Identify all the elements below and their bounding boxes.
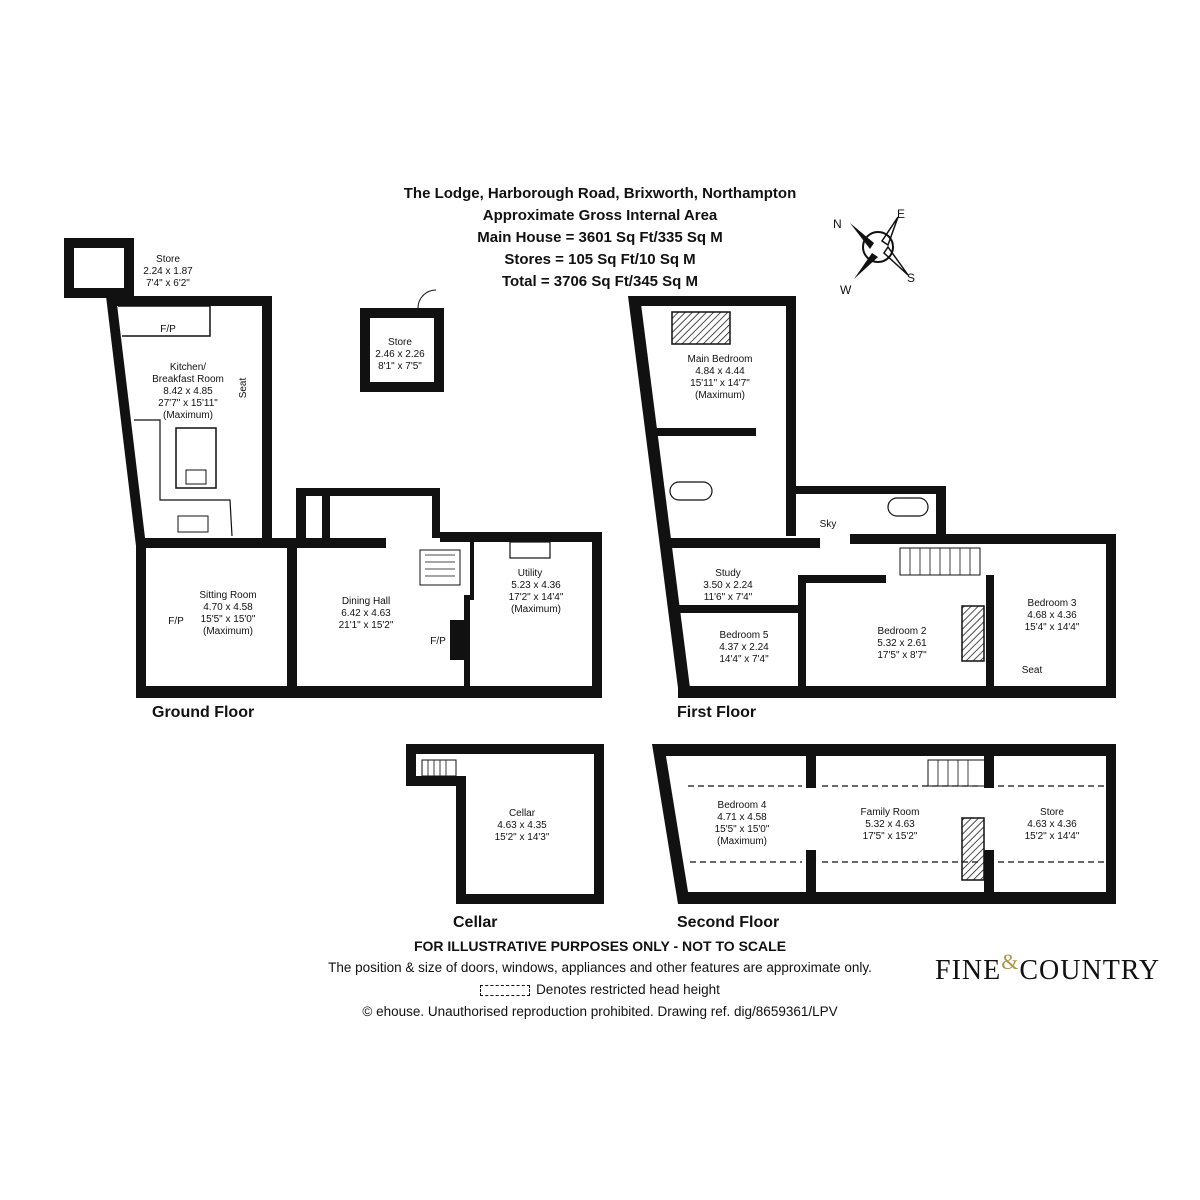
dining-fp-label: F/P	[430, 636, 446, 647]
store-b-imperial: 8'1" x 7'5"	[378, 361, 422, 372]
dining-name: Dining Hall	[342, 596, 390, 607]
bedroom3-imperial: 15'4" x 14'4"	[1025, 622, 1080, 633]
family-room-imperial: 17'5" x 15'2"	[863, 831, 918, 842]
bedroom2-imperial: 17'5" x 8'7"	[877, 650, 927, 661]
bedroom4-imperial: 15'5" x 15'0"	[715, 824, 770, 835]
fine-and-country-logo: Fine&Country	[935, 949, 1159, 995]
kitchen-seat-label: Seat	[238, 377, 249, 398]
bedroom5-imperial: 14'4" x 7'4"	[719, 654, 769, 665]
kitchen-name: Kitchen/	[170, 362, 206, 373]
utility-metric: 5.23 x 4.36	[511, 580, 561, 591]
study-imperial: 11'6" x 7'4"	[704, 592, 753, 603]
stores-area: Stores = 105 Sq Ft/10 Sq M	[504, 251, 696, 268]
store-a-metric: 2.24 x 1.87	[143, 266, 193, 277]
kitchen-imperial: 27'7" x 15'11"	[158, 398, 218, 409]
compass-icon: N E S W	[830, 205, 930, 297]
kitchen-name-2: Breakfast Room	[152, 374, 224, 385]
cellar-imperial: 15'2" x 14'3"	[495, 832, 550, 843]
store-c-metric: 4.63 x 4.36	[1027, 819, 1077, 830]
plan-footer: FOR ILLUSTRATIVE PURPOSES ONLY - NOT TO …	[230, 935, 970, 1023]
family-room-metric: 5.32 x 4.63	[865, 819, 915, 830]
store-a-imperial: 7'4" x 6'2"	[146, 278, 190, 289]
family-room-name: Family Room	[861, 807, 920, 818]
ground-floor-walls	[64, 238, 602, 698]
store-c-imperial: 15'2" x 14'4"	[1025, 831, 1080, 842]
bedroom3-metric: 4.68 x 4.36	[1027, 610, 1077, 621]
bedroom4-metric: 4.71 x 4.58	[717, 812, 767, 823]
sitting-note: (Maximum)	[203, 626, 253, 637]
main-bedroom-name: Main Bedroom	[687, 354, 752, 365]
plan-header: The Lodge, Harborough Road, Brixworth, N…	[300, 183, 900, 293]
kitchen-note: (Maximum)	[163, 410, 213, 421]
bedroom5-metric: 4.37 x 2.24	[719, 642, 769, 653]
utility-note: (Maximum)	[511, 604, 561, 615]
bedroom2-name: Bedroom 2	[878, 626, 927, 637]
compass-e-label: E	[897, 207, 906, 221]
study-metric: 3.50 x 2.24	[703, 580, 753, 591]
bedroom5-name: Bedroom 5	[720, 630, 769, 641]
kitchen-fp-label: F/P	[160, 324, 176, 335]
disclaimer-heading: FOR ILLUSTRATIVE PURPOSES ONLY - NOT TO …	[413, 938, 787, 954]
dashed-line-key-icon	[480, 984, 531, 996]
main-bedroom-metric: 4.84 x 4.44	[695, 366, 745, 377]
bedroom3-seat-label: Seat	[1022, 665, 1043, 676]
second-floor-walls	[652, 744, 1116, 904]
main-bedroom-imperial: 15'11" x 14'7"	[690, 378, 750, 389]
cellar-metric: 4.63 x 4.35	[497, 820, 547, 831]
main-bedroom-note: (Maximum)	[695, 390, 745, 401]
property-title: The Lodge, Harborough Road, Brixworth, N…	[403, 185, 797, 202]
legend-restricted-height: Denotes restricted head height	[230, 979, 970, 1001]
utility-name: Utility	[518, 568, 542, 579]
bedroom3-name: Bedroom 3	[1028, 598, 1077, 609]
copyright-text: © ehouse. Unauthorised reproduction proh…	[362, 1004, 838, 1019]
store-c-name: Store	[1040, 807, 1064, 818]
first-floor-title: First Floor	[677, 704, 757, 721]
bedroom4-name: Bedroom 4	[718, 800, 767, 811]
compass-s-label: S	[907, 271, 916, 285]
study-name: Study	[715, 568, 741, 579]
store-b-metric: 2.46 x 2.26	[375, 349, 425, 360]
store-a-name: Store	[156, 254, 180, 265]
ground-floor-title: Ground Floor	[152, 704, 255, 721]
store-b-name: Store	[388, 337, 412, 348]
cellar-title: Cellar	[453, 914, 498, 931]
sitting-imperial: 15'5" x 15'0"	[201, 614, 256, 625]
bedroom4-note: (Maximum)	[717, 836, 767, 847]
area-subtitle: Approximate Gross Internal Area	[482, 207, 718, 224]
compass-w-label: W	[840, 283, 852, 297]
logo-word-2: Country	[1019, 955, 1161, 986]
bedroom2-metric: 5.32 x 2.61	[877, 638, 927, 649]
total-area: Total = 3706 Sq Ft/345 Sq M	[501, 273, 699, 290]
sitting-fp-label: F/P	[168, 616, 184, 627]
disclaimer-text: The position & size of doors, windows, a…	[328, 960, 872, 975]
cellar-walls	[406, 744, 604, 904]
dining-imperial: 21'1" x 15'2"	[339, 620, 394, 631]
second-floor-title: Second Floor	[677, 914, 780, 931]
utility-imperial: 17'2" x 14'4"	[509, 592, 564, 603]
sitting-name: Sitting Room	[199, 590, 256, 601]
sitting-metric: 4.70 x 4.58	[203, 602, 253, 613]
legend-restricted-height-text: Denotes restricted head height	[536, 982, 720, 997]
cellar-name: Cellar	[509, 808, 536, 819]
first-floor-walls	[628, 296, 1116, 698]
sky-label: Sky	[820, 519, 837, 530]
logo-word-1: Fine	[935, 955, 1002, 986]
compass-n-label: N	[833, 217, 842, 231]
kitchen-metric: 8.42 x 4.85	[163, 386, 213, 397]
dining-metric: 6.42 x 4.63	[341, 608, 391, 619]
logo-ampersand: &	[1001, 949, 1020, 974]
main-house-area: Main House = 3601 Sq Ft/335 Sq M	[477, 229, 723, 246]
